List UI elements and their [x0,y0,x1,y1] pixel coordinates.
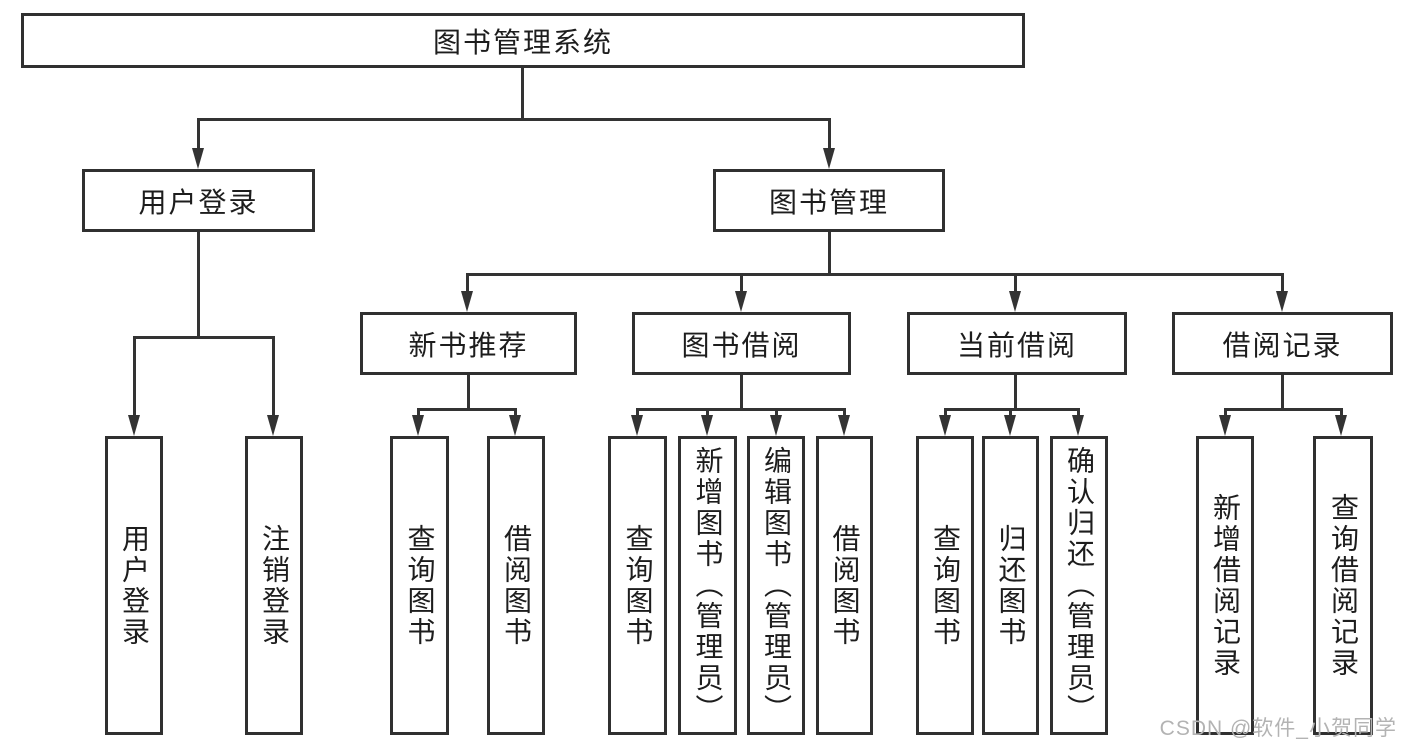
leaf-query-borrow-record: 查询借阅记录 [1313,436,1373,735]
leaf-add-borrow-record: 新增借阅记录 [1196,436,1254,735]
leaf-query-books-3-label: 查询图书 [930,523,961,648]
connector-line [828,232,831,275]
connector-line [133,336,136,418]
node-new-book-recommend: 新书推荐 [360,312,577,375]
connector-line [1014,375,1017,410]
arrowhead-icon [509,415,521,436]
connector-line [1224,408,1343,411]
connector-line [1281,375,1284,410]
arrowhead-icon [939,415,951,436]
node-book-management-label: 图书管理 [768,186,889,218]
arrowhead-icon [838,415,850,436]
connector-line [636,408,846,411]
connector-line [466,273,469,293]
arrowhead-icon [1004,415,1016,436]
leaf-borrow-books-2: 借阅图书 [816,436,873,735]
leaf-add-books-admin: 新增图书（管理员） [678,436,737,735]
arrowhead-icon [1072,415,1084,436]
connector-line [1009,408,1012,420]
leaf-confirm-return-admin: 确认归还（管理员） [1050,436,1108,735]
connector-line [197,232,200,338]
connector-line [706,408,709,420]
node-borrowing-records: 借阅记录 [1172,312,1393,375]
csdn-watermark: CSDN @软件_小贺同学 [1159,717,1397,740]
leaf-query-borrow-record-label: 查询借阅记录 [1328,492,1359,679]
connector-line [944,408,1080,411]
connector-line [133,336,275,339]
leaf-logout-label: 注销登录 [259,523,290,648]
leaf-user-login-label: 用户登录 [119,523,150,648]
leaf-query-books-3: 查询图书 [916,436,974,735]
leaf-add-borrow-record-label: 新增借阅记录 [1210,492,1241,679]
connector-line [828,118,831,152]
arrowhead-icon [412,415,424,436]
connector-line [740,375,743,410]
leaf-add-books-admin-label: 新增图书（管理员） [692,446,724,725]
arrowhead-icon [823,148,835,169]
leaf-query-books-1: 查询图书 [390,436,449,735]
arrowhead-icon [1009,291,1021,312]
connector-line [1077,408,1080,420]
node-user-login: 用户登录 [82,169,315,232]
arrowhead-icon [192,148,204,169]
arrowhead-icon [1219,415,1231,436]
node-new-book-recommend-label: 新书推荐 [408,329,529,361]
connector-line [466,273,1284,276]
leaf-query-books-2: 查询图书 [608,436,667,735]
leaf-query-books-1-label: 查询图书 [404,523,436,648]
connector-line [197,118,831,121]
connector-line [1014,273,1017,293]
leaf-return-books: 归还图书 [982,436,1039,735]
connector-line [740,273,743,293]
arrowhead-icon [267,415,279,436]
node-system-root-label: 图书管理系统 [432,26,613,58]
arrowhead-icon [631,415,643,436]
leaf-confirm-return-admin-label: 确认归还（管理员） [1064,446,1095,725]
leaf-borrow-books-1: 借阅图书 [487,436,545,735]
connector-line [417,408,517,411]
connector-line [843,408,846,420]
connector-line [1224,408,1227,420]
arrowhead-icon [735,291,747,312]
node-borrowing-records-label: 借阅记录 [1222,329,1343,361]
leaf-borrow-books-2-label: 借阅图书 [829,523,861,648]
leaf-edit-books-admin: 编辑图书（管理员） [747,436,805,735]
arrowhead-icon [128,415,140,436]
leaf-borrow-books-1-label: 借阅图书 [501,523,532,648]
connector-line [1340,408,1343,420]
leaf-query-books-2-label: 查询图书 [622,523,654,648]
connector-line [636,408,639,420]
connector-line [1281,273,1284,293]
connector-line [775,408,778,420]
node-book-borrowing-label: 图书借阅 [681,329,802,361]
leaf-edit-books-admin-label: 编辑图书（管理员） [761,446,792,725]
node-book-borrowing: 图书借阅 [632,312,851,375]
leaf-logout: 注销登录 [245,436,303,735]
node-book-management: 图书管理 [713,169,945,232]
connector-line [272,336,275,418]
connector-line [514,408,517,420]
connector-line [467,375,470,410]
leaf-return-books-label: 归还图书 [995,523,1027,648]
arrowhead-icon [1276,291,1288,312]
arrowhead-icon [770,415,782,436]
arrowhead-icon [701,415,713,436]
connector-line [521,68,524,121]
arrowhead-icon [461,291,473,312]
leaf-user-login: 用户登录 [105,436,163,735]
node-system-root: 图书管理系统 [21,13,1025,68]
connector-line [417,408,420,420]
arrowhead-icon [1335,415,1347,436]
node-current-borrowing-label: 当前借阅 [956,329,1077,361]
connector-line [197,118,200,152]
node-current-borrowing: 当前借阅 [907,312,1127,375]
connector-line [944,408,947,420]
node-user-login-label: 用户登录 [138,186,259,218]
